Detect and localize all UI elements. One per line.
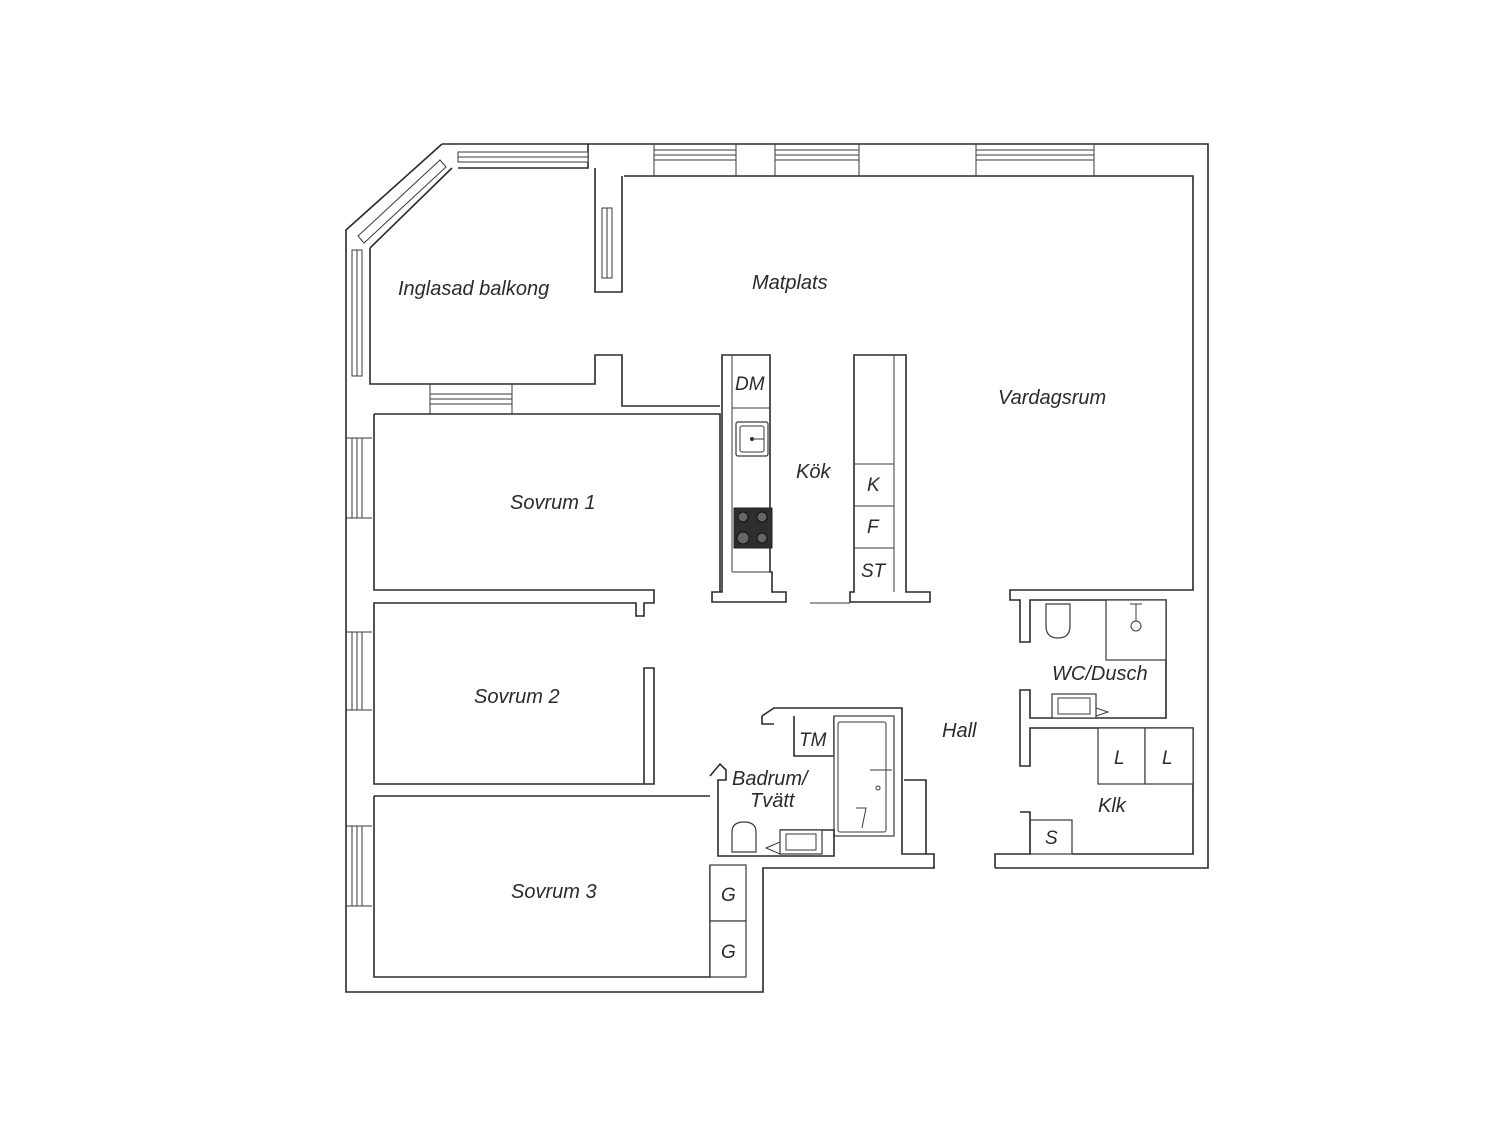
- room-label-living: Vardagsrum: [998, 387, 1106, 409]
- bathroom: [709, 707, 935, 868]
- room-label-wc-shower: WC/Dusch: [1052, 663, 1148, 685]
- room-label-balcony: Inglasad balkong: [398, 278, 549, 300]
- toilet-icon: [731, 821, 757, 853]
- wc-shower: [994, 599, 1194, 868]
- fixture-wardrobe-g1: G: [721, 885, 736, 906]
- room-label-bath-line1: Badrum/: [732, 768, 810, 790]
- room-label-closet: Klk: [1098, 795, 1127, 817]
- outer-walls: [345, 143, 1209, 993]
- room-label-dining: Matplats: [752, 272, 828, 294]
- room-label-bedroom-2: Sovrum 2: [474, 686, 560, 708]
- wardrobes: [709, 864, 747, 978]
- window: [357, 159, 447, 244]
- fixture-washer: TM: [799, 730, 827, 751]
- windows: [346, 144, 1095, 907]
- fixture-storage: ST: [861, 561, 887, 582]
- room-label-hall: Hall: [942, 720, 977, 742]
- room-label-bedroom-1: Sovrum 1: [510, 492, 596, 514]
- fixture-freezer: F: [867, 517, 880, 538]
- toilet-icon: [1045, 603, 1071, 639]
- fixture-wardrobe-l1: L: [1114, 748, 1125, 769]
- fixture-wardrobe-l2: L: [1162, 748, 1173, 769]
- fixture-wardrobe-g2: G: [721, 942, 736, 963]
- fixture-fridge: K: [867, 475, 881, 496]
- room-label-kitchen: Kök: [796, 461, 831, 483]
- fixture-wardrobe-s: S: [1045, 828, 1058, 849]
- room-label-bath-line2: Tvätt: [750, 790, 796, 812]
- room-label-bedroom-3: Sovrum 3: [511, 881, 597, 903]
- fixture-dishwasher: DM: [735, 374, 765, 395]
- kitchen: [711, 354, 931, 604]
